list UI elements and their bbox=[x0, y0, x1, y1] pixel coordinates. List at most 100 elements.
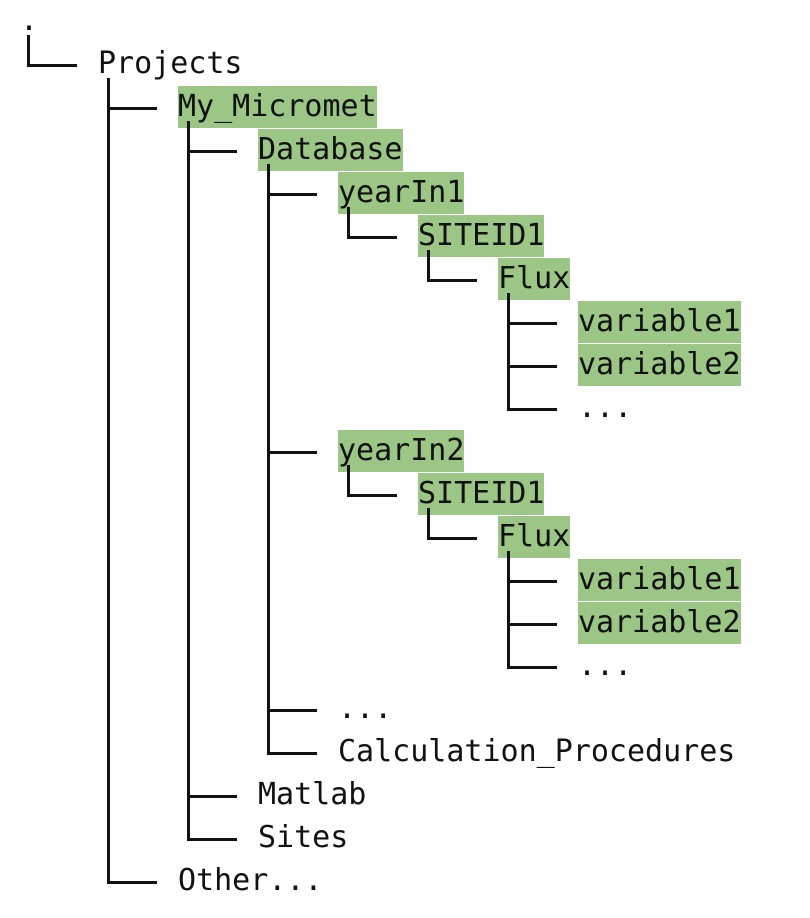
tree-node-label: yearIn1 bbox=[338, 172, 465, 214]
tree-root-label: . bbox=[20, 3, 39, 38]
tree-node: SITEID1 bbox=[0, 207, 810, 258]
tree-connector-line bbox=[27, 64, 77, 67]
tree-branch-line bbox=[507, 551, 510, 602]
tree-guide-line bbox=[187, 258, 190, 301]
tree-node-label: variable2 bbox=[578, 602, 741, 644]
tree-node: Database bbox=[0, 121, 810, 172]
tree-node-label: Other... bbox=[178, 863, 323, 898]
tree-guide-line bbox=[107, 215, 110, 258]
tree-guide-line bbox=[107, 258, 110, 301]
tree-guide-line bbox=[187, 559, 190, 602]
tree-connector-line bbox=[507, 580, 557, 583]
tree-branch-line bbox=[507, 637, 510, 668]
tree-guide-line bbox=[107, 774, 110, 817]
tree-branch-line bbox=[427, 508, 430, 539]
tree-connector-line bbox=[427, 537, 477, 540]
tree-connector-line bbox=[267, 709, 317, 712]
tree-branch-line bbox=[187, 766, 190, 817]
tree-node: yearIn1 bbox=[0, 164, 810, 215]
tree-connector-line bbox=[507, 408, 557, 411]
tree-node: Other... bbox=[0, 852, 810, 902]
tree-connector-line bbox=[347, 236, 397, 239]
tree-branch-line bbox=[507, 336, 510, 387]
tree-node: variable2 bbox=[0, 336, 810, 387]
tree-connector-line bbox=[267, 752, 317, 755]
tree-node-label: Matlab bbox=[258, 777, 367, 812]
tree-guide-line bbox=[267, 516, 270, 559]
tree-guide-line bbox=[187, 731, 190, 774]
tree-guide-line bbox=[267, 301, 270, 344]
tree-branch-line bbox=[107, 78, 110, 129]
tree-guide-line bbox=[187, 430, 190, 473]
tree-guide-line bbox=[187, 602, 190, 645]
tree-connector-line bbox=[187, 150, 237, 153]
tree-node-label: ... bbox=[338, 691, 393, 726]
tree-connector-line bbox=[507, 365, 557, 368]
tree-connector-line bbox=[267, 451, 317, 454]
tree-branch-line bbox=[347, 465, 350, 496]
tree-node-label: Calculation_Procedures bbox=[338, 734, 736, 769]
tree-guide-line bbox=[187, 645, 190, 688]
tree-branch-line bbox=[187, 121, 190, 172]
tree-node: Sites bbox=[0, 809, 810, 860]
tree-guide-line bbox=[267, 473, 270, 516]
tree-connector-line bbox=[187, 838, 237, 841]
tree-guide-line bbox=[107, 559, 110, 602]
tree-branch-line bbox=[107, 852, 110, 883]
tree-guide-line bbox=[107, 430, 110, 473]
tree-guide-line bbox=[107, 344, 110, 387]
tree-guide-line bbox=[107, 645, 110, 688]
tree-guide-line bbox=[187, 344, 190, 387]
tree-branch-line bbox=[267, 680, 270, 731]
tree-node-label: Sites bbox=[258, 820, 349, 855]
tree-connector-line bbox=[347, 494, 397, 497]
tree-guide-line bbox=[267, 645, 270, 688]
tree-node: yearIn2 bbox=[0, 422, 810, 473]
tree-branch-line bbox=[267, 164, 270, 215]
tree-root: . bbox=[0, 0, 72, 42]
tree-node-label: My_Micromet bbox=[178, 86, 377, 128]
tree-guide-line bbox=[267, 602, 270, 645]
tree-node: variable1 bbox=[0, 293, 810, 344]
tree-branch-line bbox=[27, 35, 30, 66]
tree-guide-line bbox=[267, 215, 270, 258]
tree-node: ... bbox=[0, 637, 810, 688]
tree-guide-line bbox=[187, 473, 190, 516]
tree-connector-line bbox=[507, 623, 557, 626]
tree-branch-line bbox=[507, 379, 510, 410]
tree-node: Flux bbox=[0, 508, 810, 559]
tree-node: ... bbox=[0, 680, 810, 731]
tree-guide-line bbox=[187, 215, 190, 258]
tree-node: Matlab bbox=[0, 766, 810, 817]
tree-node-label: SITEID1 bbox=[418, 473, 545, 515]
tree-branch-line bbox=[267, 422, 270, 473]
tree-guide-line bbox=[107, 688, 110, 731]
tree-guide-line bbox=[107, 387, 110, 430]
tree-connector-line bbox=[187, 795, 237, 798]
tree-guide-line bbox=[107, 731, 110, 774]
tree-connector-line bbox=[427, 279, 477, 282]
tree-guide-line bbox=[267, 344, 270, 387]
tree-node: variable1 bbox=[0, 551, 810, 602]
tree-guide-line bbox=[267, 387, 270, 430]
tree-node-label: variable2 bbox=[578, 344, 741, 386]
tree-connector-line bbox=[107, 107, 157, 110]
tree-guide-line bbox=[107, 473, 110, 516]
tree-guide-line bbox=[187, 387, 190, 430]
tree-guide-line bbox=[107, 301, 110, 344]
tree-branch-line bbox=[507, 293, 510, 344]
tree-guide-line bbox=[107, 129, 110, 172]
tree-node: SITEID1 bbox=[0, 465, 810, 516]
tree-connector-line bbox=[507, 322, 557, 325]
tree-guide-line bbox=[187, 688, 190, 731]
tree-node-label: Flux bbox=[498, 516, 571, 558]
tree-node: Flux bbox=[0, 250, 810, 301]
tree-guide-line bbox=[107, 516, 110, 559]
tree-node-label: yearIn2 bbox=[338, 430, 465, 472]
tree-branch-line bbox=[267, 723, 270, 754]
tree-connector-line bbox=[107, 881, 157, 884]
tree-node: Calculation_Procedures bbox=[0, 723, 810, 774]
tree-guide-line bbox=[107, 817, 110, 860]
tree-node: ... bbox=[0, 379, 810, 430]
tree-node-label: ... bbox=[578, 648, 633, 683]
